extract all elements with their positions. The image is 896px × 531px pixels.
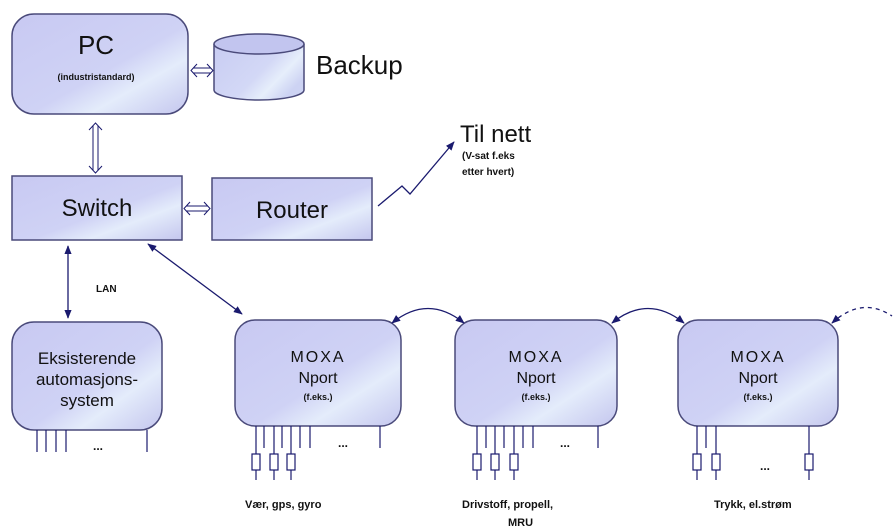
moxa2-line1: MOXA [508, 349, 563, 366]
lan-label: LAN [96, 284, 117, 295]
backup-label: Backup [316, 50, 403, 80]
router-node: Router [211, 177, 373, 241]
router-internet-link [377, 141, 455, 207]
moxa2-line2: Nport [516, 370, 556, 387]
moxa2-line3: (f.eks.) [521, 392, 550, 402]
pc-switch-link [88, 122, 103, 174]
moxa-link-3-next [831, 306, 893, 324]
moxa2-caption: Drivstoff, propell, [462, 499, 553, 511]
moxa1-dots: ... [338, 436, 348, 450]
switch-label: Switch [62, 195, 133, 222]
moxa-link-2-3 [611, 307, 685, 324]
pc-node: PC (industristandard) [11, 13, 189, 115]
moxa-node-3: MOXA Nport (f.eks.) ... Trykk, el.strøm [677, 319, 839, 511]
moxa3-line1: MOXA [730, 349, 785, 366]
existing-line1: Eksisterende [38, 349, 136, 368]
moxa2-ports [472, 426, 599, 480]
internet-label: Til nett (V-sat f.eks etter hvert) [460, 121, 531, 178]
moxa1-ports [251, 426, 381, 480]
internet-sub1: (V-sat f.eks [462, 151, 515, 162]
pc-backup-link [190, 63, 214, 78]
moxa2-dots: ... [560, 436, 570, 450]
switch-node: Switch [11, 175, 183, 241]
existing-ports [36, 430, 148, 452]
existing-line3: system [60, 391, 114, 410]
switch-moxa-link [147, 243, 243, 315]
moxa1-line1: MOXA [290, 349, 345, 366]
moxa-node-1: MOXA Nport (f.eks.) ... Vær, gps, gyro [234, 319, 402, 511]
moxa1-caption: Vær, gps, gyro [245, 499, 322, 511]
existing-line2: automasjons- [36, 370, 138, 389]
pc-subtitle: (industristandard) [57, 72, 134, 82]
switch-router-link [183, 201, 211, 216]
moxa3-line2: Nport [738, 370, 778, 387]
moxa2-caption2: MRU [508, 517, 533, 529]
existing-system-node: Eksisterende automasjons- system ... [11, 321, 163, 453]
moxa3-dots: ... [760, 459, 770, 473]
moxa3-caption: Trykk, el.strøm [714, 499, 792, 511]
internet-title: Til nett [460, 121, 531, 148]
internet-sub2: etter hvert) [462, 167, 514, 178]
moxa1-line2: Nport [298, 370, 338, 387]
backup-node: Backup [213, 33, 403, 101]
moxa-node-2: MOXA Nport (f.eks.) ... Drivstoff, prope… [454, 319, 618, 529]
moxa-link-1-2 [391, 307, 465, 324]
existing-dots: ... [93, 439, 103, 453]
moxa3-line3: (f.eks.) [743, 392, 772, 402]
pc-title: PC [78, 30, 114, 60]
router-label: Router [256, 197, 328, 224]
moxa-chain-links [391, 306, 893, 324]
moxa1-line3: (f.eks.) [303, 392, 332, 402]
lan-link: LAN [64, 245, 117, 319]
moxa3-ports [692, 426, 814, 480]
